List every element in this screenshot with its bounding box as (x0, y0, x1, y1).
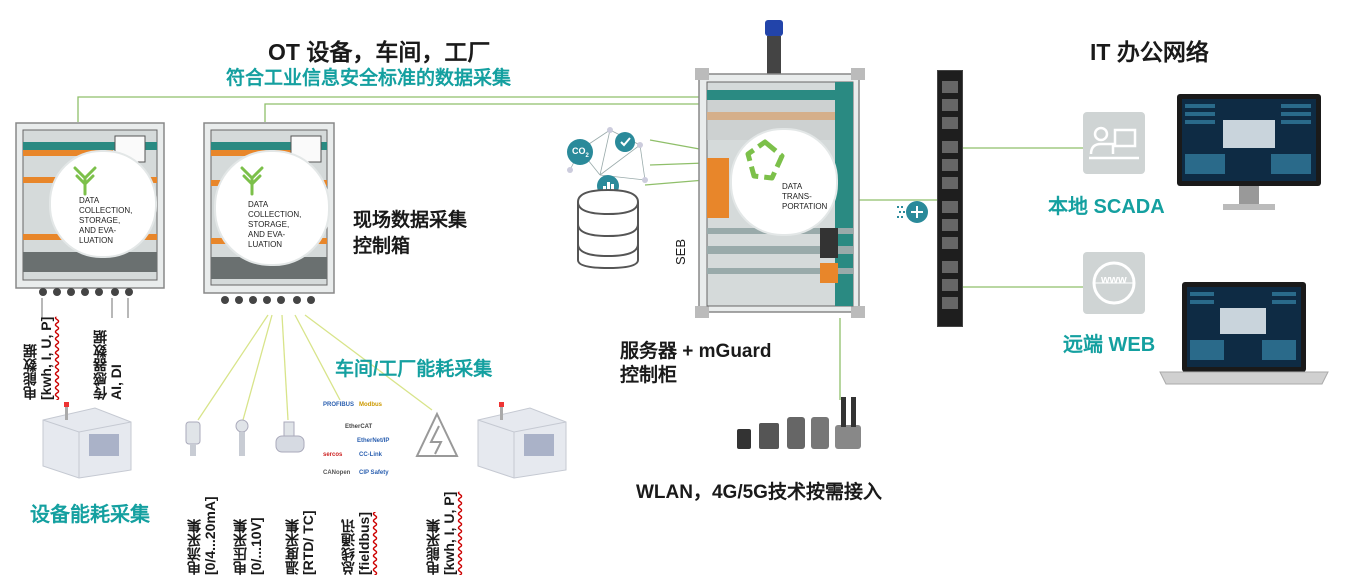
wlan-devices-icon (735, 395, 875, 455)
machine-1 (35, 400, 135, 480)
web-icon: www (1083, 252, 1145, 314)
network-switch (937, 70, 963, 327)
ot-title: OT 设备，车间，工厂 (268, 39, 491, 65)
line-cloud-1 (649, 139, 706, 151)
www-text: www (1101, 274, 1127, 286)
ot-subtitle: 符合工业信息安全标准的数据采集 (226, 68, 512, 89)
seb-label: SEB (673, 238, 688, 265)
cloud-database-icon: CO2 (560, 120, 660, 270)
current-label: 电流采集[0/4...20mA] (186, 496, 218, 575)
line-cloud-2 (649, 162, 706, 166)
field-box-label: 现场数据采集 控制箱 (353, 210, 468, 257)
scada-label: 本地 SCADA (1048, 196, 1165, 218)
voltage-sensor-icon (230, 418, 258, 458)
line-cabinet2-server (264, 103, 700, 122)
temperature-sensor-icon (272, 418, 308, 458)
workshop-energy-label: 车间/工厂能耗采集 (335, 359, 493, 380)
bus-label: 总线通讯[fieldbus] (340, 512, 372, 575)
web-label: 远端 WEB (1063, 334, 1156, 356)
line-cabinet1-server (77, 96, 700, 122)
it-title: IT 办公网络 (1090, 39, 1209, 65)
co2-label: CO2 (572, 146, 589, 159)
data-collection-icon (240, 166, 264, 196)
scada-monitor (1175, 92, 1323, 216)
line-cloud-3 (644, 179, 706, 186)
device-energy-label: 设备能耗采集 (30, 504, 150, 526)
sensor-fan-lines (197, 314, 433, 421)
server-label: 服务器 + mGuard 控制柜 (620, 341, 772, 386)
data-transport-icon (745, 139, 785, 181)
current-sensor-icon (180, 418, 208, 458)
data-collection-icon (73, 166, 97, 196)
scada-icon (1083, 112, 1145, 174)
temperature-label: 温度采集[RTD/ TC] (284, 510, 316, 575)
power-data-label: 电能数据[kwh, I, U, P] (22, 316, 54, 400)
web-laptop (1158, 280, 1330, 390)
beacon-light (765, 20, 783, 36)
machine-2 (470, 400, 570, 480)
energy-label: 电能采集[kwh, I, U, P] (425, 491, 457, 575)
firewall-icon (895, 195, 929, 229)
power-meter-icon (415, 410, 459, 462)
wlan-label: WLAN，4G/5G技术按需接入 (636, 482, 882, 503)
fieldbus-logos: PROFIBUS Modbus EtherCAT EtherNet/IP ser… (323, 402, 390, 476)
voltage-label: 电压采集[0/...10V] (232, 517, 264, 575)
